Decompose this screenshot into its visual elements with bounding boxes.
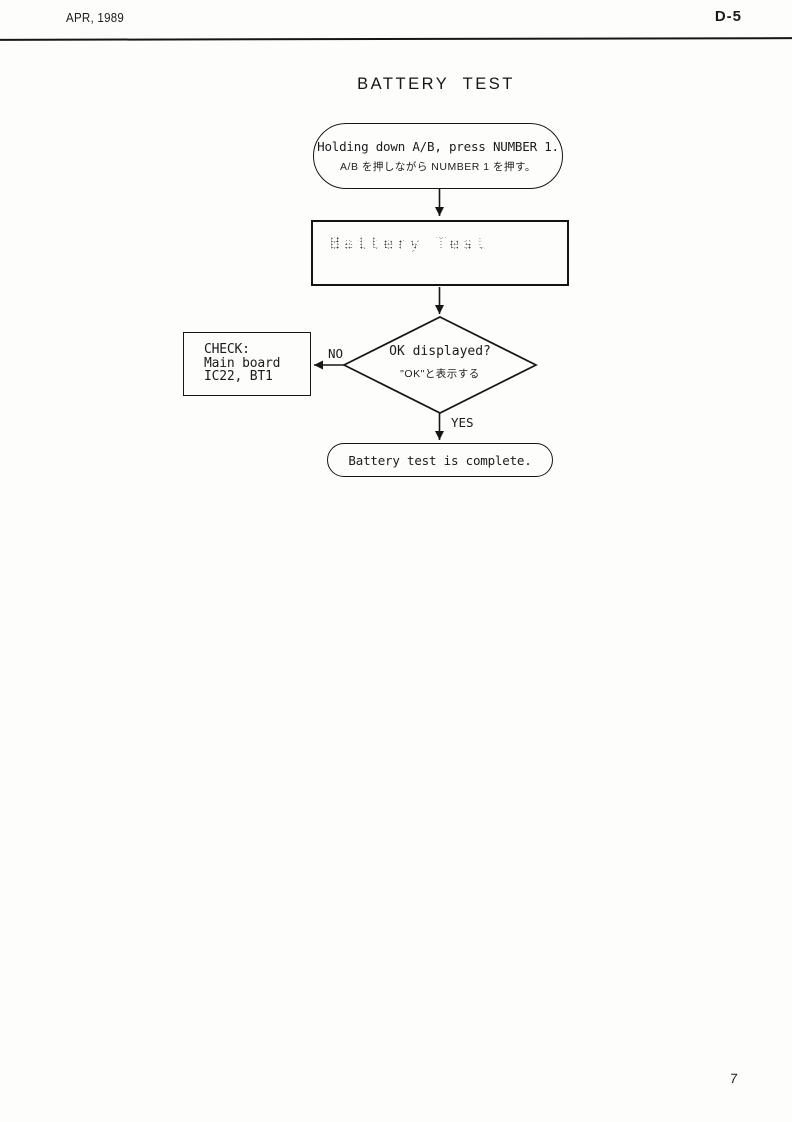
page-title: BATTERY TEST <box>357 75 515 93</box>
flow-start-terminator: Holding down A/B, press NUMBER 1. A/B を押… <box>313 123 563 189</box>
display-readout-text: Battery Test <box>330 234 489 254</box>
flow-decision-label: OK displayed? "OK"と表示する <box>344 344 536 381</box>
decision-question-jp: "OK"と表示する <box>400 368 480 380</box>
end-message: Battery test is complete. <box>348 452 532 468</box>
header-section-code: D-5 <box>714 8 742 25</box>
decision-question-en: OK displayed? <box>389 344 491 359</box>
start-instruction-jp: A/B を押しながら NUMBER 1 を押す。 <box>340 160 536 173</box>
start-instruction-en: Holding down A/B, press NUMBER 1. <box>317 138 559 154</box>
check-line-3: IC22, BT1 <box>204 369 273 384</box>
edge-label-no: NO <box>328 346 344 361</box>
flow-check-box: CHECK: Main board IC22, BT1 <box>183 332 311 396</box>
check-line-2: Main board <box>204 355 281 371</box>
flow-process-box: Battery Test <box>311 220 569 286</box>
flow-end-terminator: Battery test is complete. <box>327 443 553 477</box>
check-line-1: CHECK: <box>204 342 250 357</box>
page-number: 7 <box>729 1071 739 1086</box>
header-date: APR, 1989 <box>66 11 125 25</box>
edge-label-yes: YES <box>451 415 474 430</box>
